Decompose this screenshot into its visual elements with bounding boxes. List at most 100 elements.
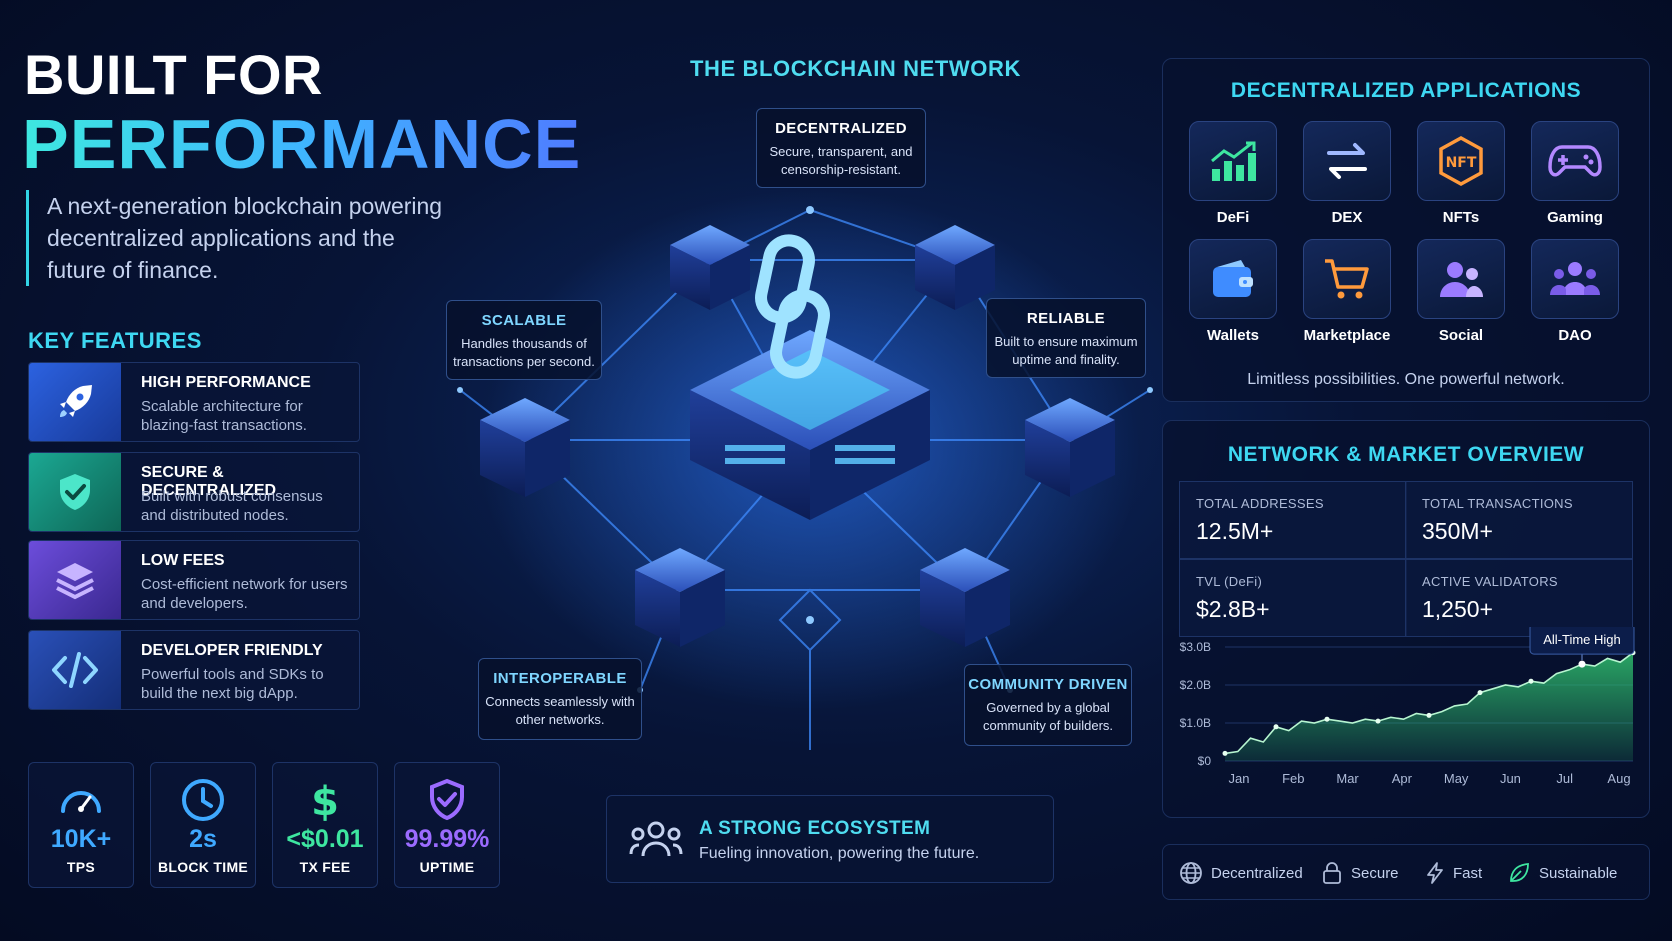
dapp-label: NFTs [1442,209,1480,226]
data-point [1273,724,1279,730]
hero-title-line1: BUILT FOR [24,43,323,106]
central-node [690,330,930,520]
badge-label: Sustainable [1539,864,1618,882]
feature-low-fees: LOW FEES Cost-efficient network for user… [28,540,360,620]
swap-arrows-icon [1303,121,1391,201]
callout-title: DECENTRALIZED [775,120,907,137]
callout-desc: Connects seamlessly with other networks. [485,694,635,727]
dapp-wallets[interactable]: Wallets [1189,239,1277,344]
feature-title: LOW FEES [141,552,225,569]
feature-desc: Built with robust consensus and distribu… [141,488,323,524]
x-tick-label: Jun [1500,771,1521,786]
stat-tx-fee: $ <$0.01 TX FEE [272,762,378,888]
cart-icon [1303,239,1391,319]
data-point [1222,750,1228,756]
shield-check-icon [395,777,499,823]
ath-marker [1578,660,1586,668]
dapp-nfts[interactable]: NFT NFTs [1417,121,1505,226]
code-icon [29,631,121,709]
stat-label: TX FEE [299,859,351,875]
badge-decentralized: Decentralized [1179,845,1303,901]
x-tick-label: Mar [1336,771,1359,786]
metric-value: 12.5M+ [1196,518,1274,544]
node-cube-top-left [670,225,750,310]
ath-label: All-Time High [1543,632,1621,647]
stat-label: UPTIME [419,859,475,875]
stat-uptime: 99.99% UPTIME [394,762,500,888]
node-cube-left [480,398,570,497]
stat-label: TPS [66,859,96,875]
leaf-icon [1510,863,1529,882]
callout-interoperable: INTEROPERABLE Connects seamlessly with o… [478,658,642,740]
dapp-label: Wallets [1207,327,1259,344]
metric-label: TOTAL TRANSACTIONS [1422,496,1573,511]
dapp-dao[interactable]: DAO [1531,239,1619,344]
dapp-label: DeFi [1216,209,1250,226]
layers-icon [29,541,121,619]
feature-high-performance: HIGH PERFORMANCE Scalable architecture f… [28,362,360,442]
node-cube-right [1025,398,1115,497]
callout-title: COMMUNITY DRIVEN [968,676,1128,693]
dapp-label: Marketplace [1303,327,1391,344]
nft-badge-text: NFT [1446,155,1477,171]
metric-label: TVL (DeFi) [1196,574,1263,589]
dapp-label: DAO [1558,327,1592,344]
callout-title: SCALABLE [481,312,567,329]
dapp-dex[interactable]: DEX [1303,121,1391,226]
badge-secure: Secure [1321,845,1399,901]
market-panel: NETWORK & MARKET OVERVIEW TOTAL ADDRESSE… [1162,420,1650,818]
gamepad-icon [1531,121,1619,201]
market-title: NETWORK & MARKET OVERVIEW [1227,443,1585,466]
data-point [1375,718,1381,724]
feature-desc: Powerful tools and SDKs to build the nex… [141,666,324,702]
metrics-grid: TOTAL ADDRESSES 12.5M+ TOTAL TRANSACTION… [1179,481,1635,637]
dapp-gaming[interactable]: Gaming [1531,121,1619,226]
y-tick-label: $2.0B [1180,678,1211,692]
badge-fast: Fast [1425,845,1482,901]
metric-value: 350M+ [1422,518,1493,544]
dapp-social[interactable]: Social [1417,239,1505,344]
callout-desc: Built to ensure maximum uptime and final… [994,334,1138,367]
feature-title: SECURE & DECENTRALIZED [141,464,277,499]
chart-up-icon [1189,121,1277,201]
dapps-panel: DECENTRALIZED APPLICATIONS DeFi DEX NFT … [1162,58,1650,402]
wallet-icon [1189,239,1277,319]
data-point [1324,716,1330,722]
stat-block-time: 2s BLOCK TIME [150,762,256,888]
stat-value: 99.99% [404,825,490,853]
metric-value: 1,250+ [1422,596,1493,622]
key-features-title: KEY FEATURES [28,328,202,353]
callout-desc: Secure, transparent, and censorship-resi… [769,144,913,177]
x-tick-label: Jul [1556,771,1573,786]
ath-label-box [1529,627,1635,655]
ecosystem-banner: A STRONG ECOSYSTEM Fueling innovation, p… [606,795,1054,883]
callout-scalable: SCALABLE Handles thousands of transactio… [446,300,602,380]
metric-tvl: TVL (DeFi) $2.8B+ [1179,559,1407,637]
badge-label: Fast [1453,864,1483,882]
metric-label: ACTIVE VALIDATORS [1422,574,1558,589]
callout-desc: Handles thousands of transactions per se… [453,336,595,369]
stat-value: 2s [189,825,217,853]
dapp-defi[interactable]: DeFi [1189,121,1277,226]
callout-reliable: RELIABLE Built to ensure maximum uptime … [986,298,1146,378]
lock-icon [1323,862,1341,884]
x-tick-label: Aug [1607,771,1630,786]
dapp-marketplace[interactable]: Marketplace [1303,239,1391,344]
hero-subtitle: A next-generation blockchain powering de… [26,190,446,286]
shield-check-icon [29,453,121,531]
feature-developer-friendly: DEVELOPER FRIENDLY Powerful tools and SD… [28,630,360,710]
callout-decentralized: DECENTRALIZED Secure, transparent, and c… [756,108,926,188]
feature-desc: Scalable architecture for blazing-fast t… [141,398,307,434]
callout-title: INTEROPERABLE [493,670,627,687]
metric-total-addresses: TOTAL ADDRESSES 12.5M+ [1179,481,1407,559]
data-point [1528,678,1534,684]
dapp-label: Gaming [1547,209,1603,226]
rocket-icon [29,363,121,441]
callout-title: RELIABLE [1026,310,1106,327]
stat-label: BLOCK TIME [157,859,249,875]
node-cube-top-right [915,225,995,310]
ecosystem-title: A STRONG ECOSYSTEM [699,818,931,839]
globe-icon [1180,862,1202,884]
speedometer-icon [29,777,133,819]
